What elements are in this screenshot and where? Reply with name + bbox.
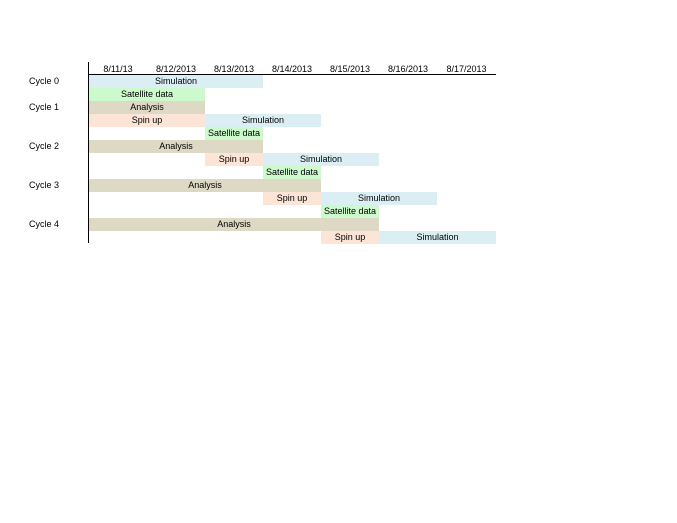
- task-bar-satellite-data: Satellite data: [89, 88, 205, 101]
- date-header-1: 8/12/2013: [155, 64, 197, 74]
- task-bar-simulation: Simulation: [321, 192, 437, 205]
- task-bar-simulation: Simulation: [263, 153, 379, 166]
- task-bar-simulation: Simulation: [205, 114, 321, 127]
- task-bar-analysis: Analysis: [89, 179, 321, 192]
- task-bar-simulation: Simulation: [379, 231, 496, 244]
- task-bar-satellite-data: Satellite data: [321, 205, 379, 218]
- cycle-label-1: Cycle 1: [29, 102, 60, 112]
- task-bar-spin-up: Spin up: [321, 231, 379, 244]
- task-bar-spin-up: Spin up: [263, 192, 321, 205]
- task-bar-simulation: Simulation: [89, 75, 263, 88]
- task-bar-spin-up: Spin up: [205, 153, 263, 166]
- date-header-0: 8/11/13: [103, 64, 133, 74]
- date-header-4: 8/15/2013: [329, 64, 371, 74]
- cycle-label-2: Cycle 2: [29, 141, 60, 151]
- cycle-label-0: Cycle 0: [29, 76, 60, 86]
- cycle-label-3: Cycle 3: [29, 180, 60, 190]
- date-header-3: 8/14/2013: [271, 64, 313, 74]
- task-bar-spin-up: Spin up: [89, 114, 205, 127]
- date-header-rule: [88, 74, 496, 75]
- date-header-2: 8/13/2013: [213, 64, 255, 74]
- task-bar-satellite-data: Satellite data: [263, 166, 321, 179]
- task-bar-analysis: Analysis: [89, 140, 263, 153]
- date-header-6: 8/17/2013: [446, 64, 487, 74]
- cycle-column-rule: [88, 62, 89, 243]
- task-bar-analysis: Analysis: [89, 218, 379, 231]
- cycle-label-4: Cycle 4: [29, 219, 60, 229]
- task-bar-satellite-data: Satellite data: [205, 127, 263, 140]
- date-header-5: 8/16/2013: [387, 64, 429, 74]
- task-bar-analysis: Analysis: [89, 101, 205, 114]
